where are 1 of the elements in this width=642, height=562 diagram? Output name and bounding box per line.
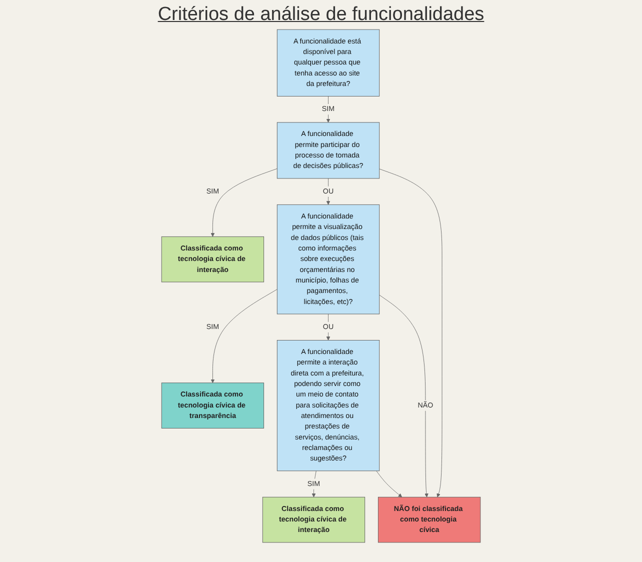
- title: Critérios de análise de funcionalidades: [156, 4, 486, 26]
